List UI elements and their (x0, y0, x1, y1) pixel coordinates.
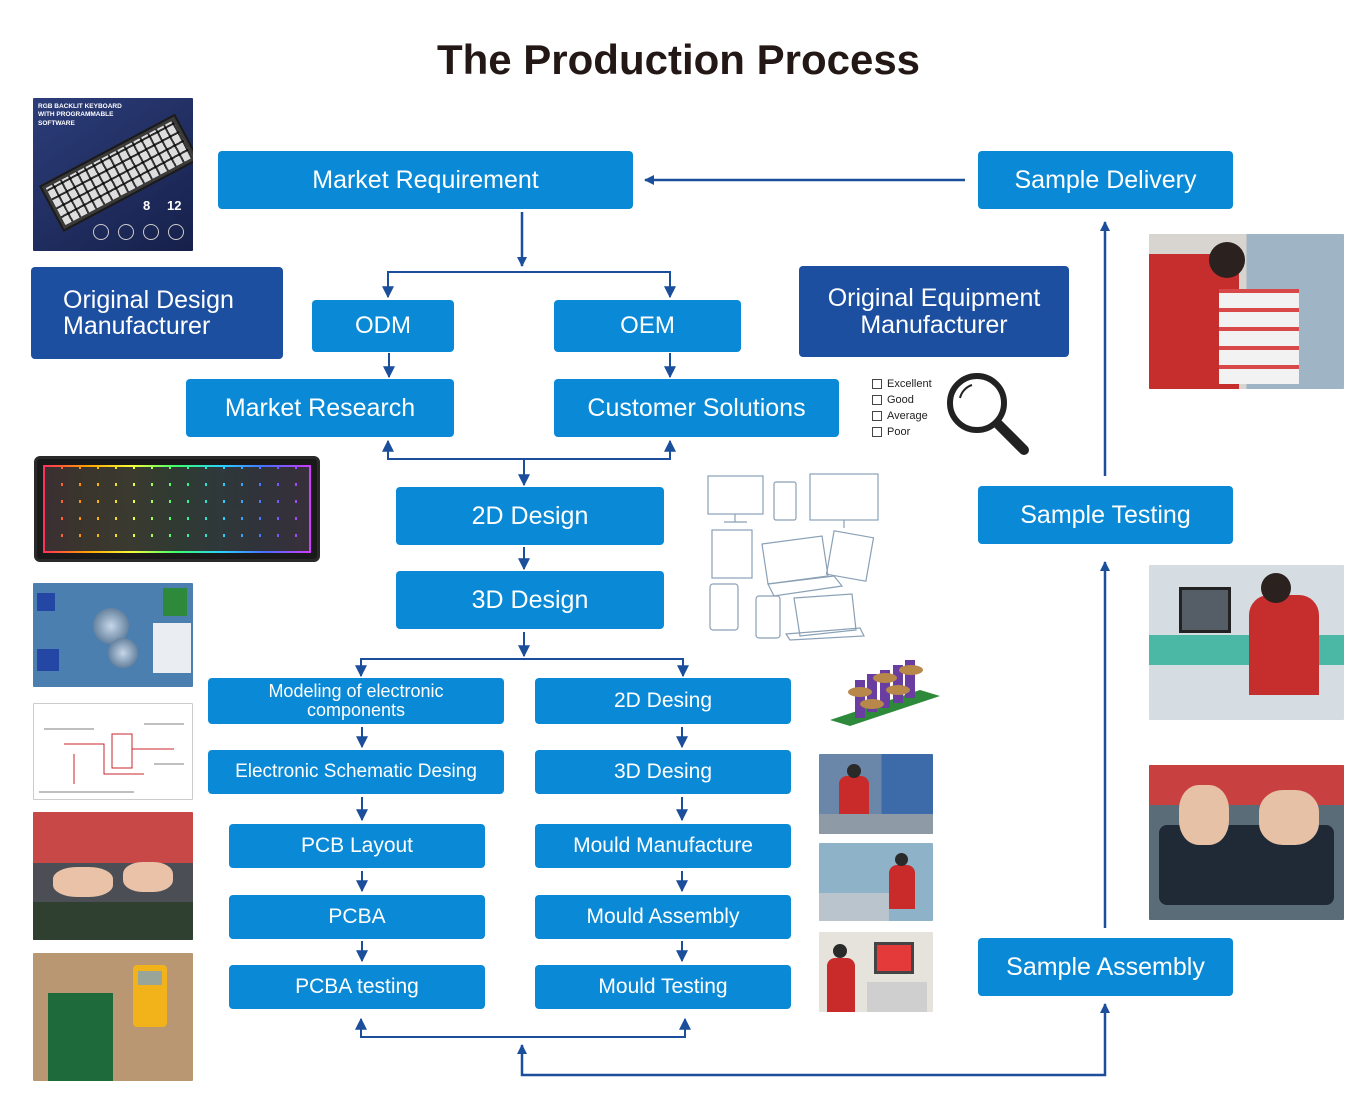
rating-option-good: Good (872, 394, 914, 406)
sample-packing-photo (1149, 234, 1344, 389)
mould-assembly-box: Mould Assembly (535, 895, 791, 939)
pcba-box: PCBA (229, 895, 485, 939)
schematic-drawing-image (33, 703, 193, 800)
magnifier-icon (947, 373, 1029, 455)
checkbox-icon (872, 379, 882, 389)
keyboard-icon (39, 113, 193, 232)
sample-testing-photo (1149, 565, 1344, 720)
2d-design-box: 2D Design (396, 487, 664, 545)
checkbox-icon (872, 411, 882, 421)
mould-3d-design-box: 3D Desing (535, 750, 791, 794)
soldering-photo (33, 812, 193, 940)
odm-box: ODM (312, 300, 454, 352)
sample-delivery-box: Sample Delivery (978, 151, 1233, 209)
rating-label: Good (887, 394, 914, 406)
device-sketches-image (707, 473, 879, 641)
product-stat-right: 12 (167, 198, 182, 213)
ergonomic-icon (143, 224, 159, 240)
mould-manufacture-box: Mould Manufacture (535, 824, 791, 868)
factory-photo-3 (819, 932, 933, 1012)
sample-assembly-photo (1149, 765, 1344, 920)
odm-full-name-box: Original Design Manufacturer (31, 267, 283, 359)
multimeter-test-photo (33, 953, 193, 1081)
modeling-electronic-components-box: Modeling of electronic components (208, 678, 504, 724)
mould-2d-design-box: 2D Desing (535, 678, 791, 724)
checkbox-icon (872, 427, 882, 437)
rgb-icon (93, 224, 109, 240)
3d-design-box: 3D Design (396, 571, 664, 629)
keys-icon (118, 224, 134, 240)
electronic-schematic-box: Electronic Schematic Desing (208, 750, 504, 794)
page-title: The Production Process (436, 36, 921, 83)
rating-label: Excellent (887, 378, 932, 390)
sample-assembly-box: Sample Assembly (978, 938, 1233, 996)
pcba-testing-box: PCBA testing (229, 965, 485, 1009)
oem-full-name-box: Original Equipment Manufacturer (799, 266, 1069, 357)
factory-photo-1 (819, 754, 933, 834)
rating-option-excellent: Excellent (872, 378, 932, 390)
mould-testing-box: Mould Testing (535, 965, 791, 1009)
warranty-icon (168, 224, 184, 240)
product-stat-left: 8 (143, 198, 151, 213)
oem-box: OEM (554, 300, 741, 352)
circuit-board-photo (33, 583, 193, 687)
rating-option-average: Average (872, 410, 928, 422)
product-box-caption: RGB BACKLIT KEYBOARD WITH PROGRAMMABLE S… (38, 103, 122, 127)
market-research-box: Market Research (186, 379, 454, 437)
rating-option-poor: Poor (872, 426, 910, 438)
rgb-keyboard-image (34, 456, 320, 562)
sample-testing-box: Sample Testing (978, 486, 1233, 544)
feature-icons (93, 224, 184, 240)
customer-solutions-box: Customer Solutions (554, 379, 839, 437)
keyboard-product-box-image: RGB BACKLIT KEYBOARD WITH PROGRAMMABLE S… (33, 98, 193, 251)
checkbox-icon (872, 395, 882, 405)
factory-photo-2 (819, 843, 933, 921)
mould-parts-render (830, 660, 940, 726)
pcb-layout-box: PCB Layout (229, 824, 485, 868)
rating-label: Poor (887, 426, 911, 438)
market-requirement-box: Market Requirement (218, 151, 633, 209)
rating-label: Average (887, 410, 928, 422)
